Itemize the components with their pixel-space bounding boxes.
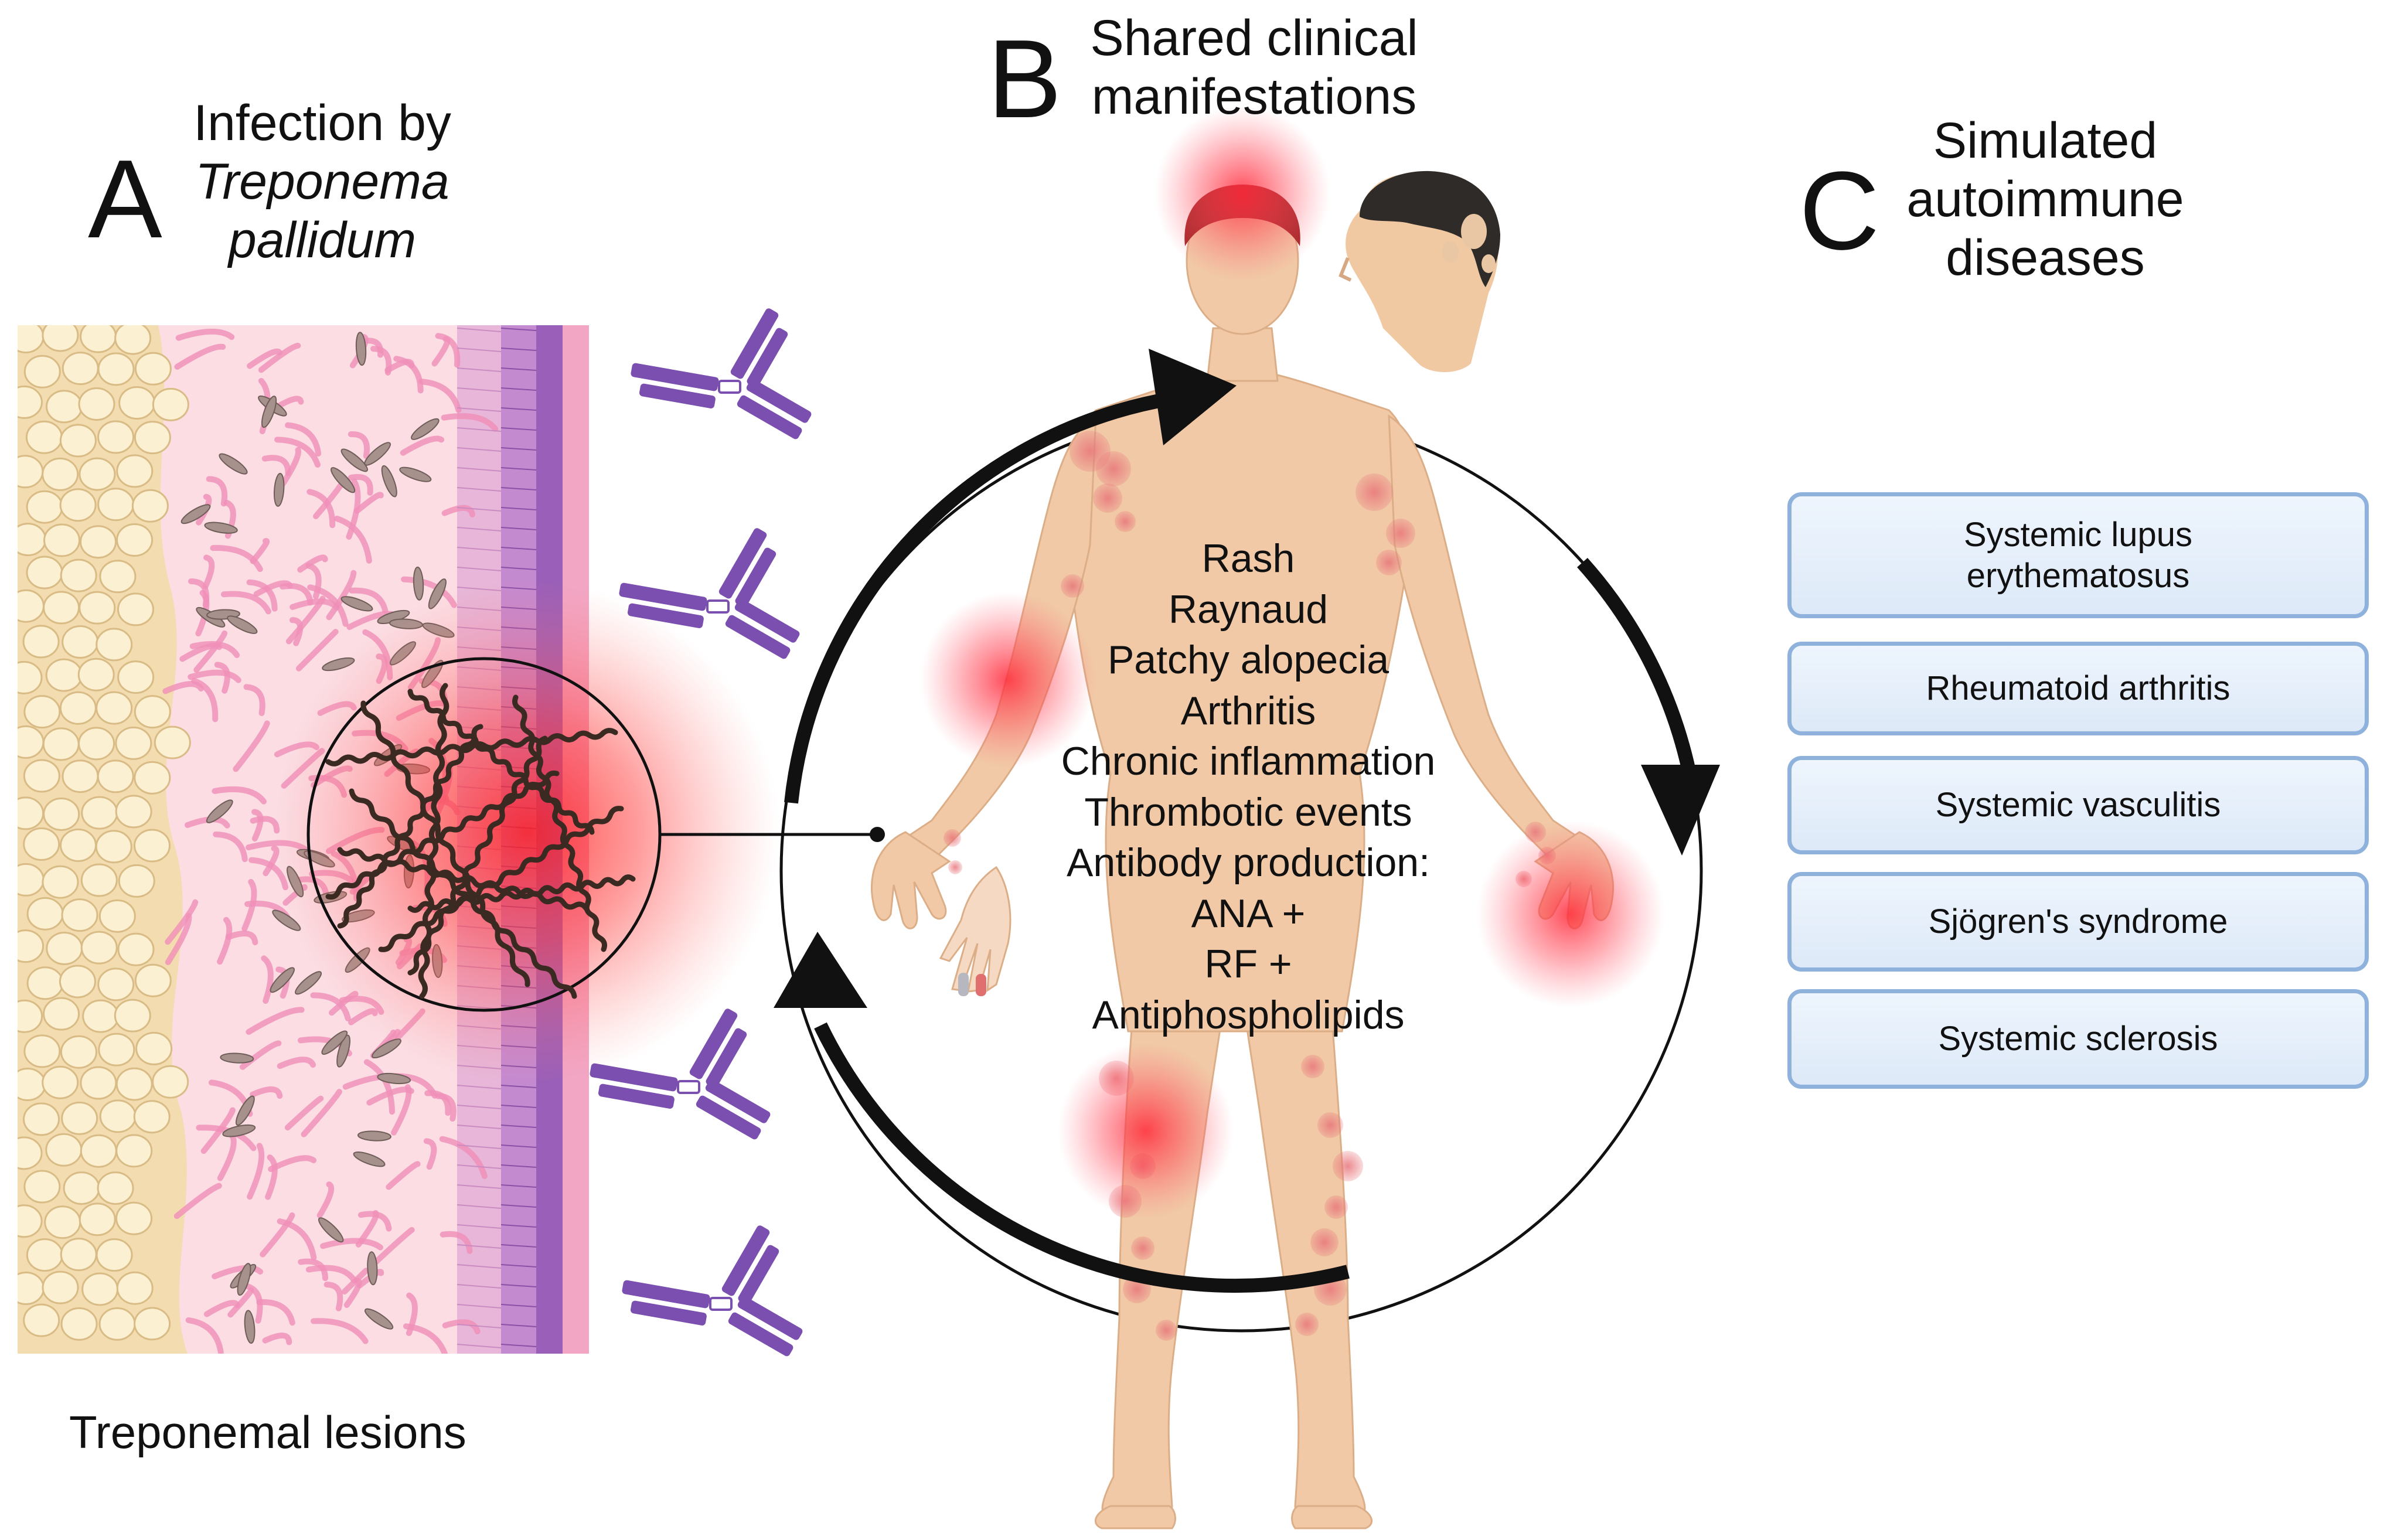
manifestation-item: RF + bbox=[1204, 942, 1292, 986]
manifestation-item: Patchy alopecia bbox=[1107, 638, 1389, 682]
panel-b-title: Shared clinical manifestations bbox=[1078, 9, 1430, 126]
disease-box-sjogren: Sjögren's syndrome bbox=[1787, 872, 2369, 972]
manifestation-item: Antiphospholipids bbox=[1092, 992, 1405, 1037]
treponema-spirochete-icon bbox=[325, 683, 636, 999]
disease-box-rheumatoid-arthritis: Rheumatoid arthritis bbox=[1787, 642, 2369, 735]
fat-cells bbox=[18, 325, 191, 1341]
panel-a-title-line2: Treponema bbox=[195, 154, 449, 210]
panel-c-letter: C bbox=[1799, 149, 1880, 273]
panel-a-title-line3: pallidum bbox=[228, 212, 417, 268]
manifestation-item: Arthritis bbox=[1180, 688, 1316, 733]
panel-c-title-line2: autoimmune bbox=[1906, 171, 2184, 227]
antibody-icons bbox=[590, 308, 812, 1357]
panel-b-title-line1: Shared clinical bbox=[1090, 10, 1418, 66]
manifestation-item: Raynaud bbox=[1168, 587, 1329, 632]
disease-box-systemic-vasculitis: Systemic vasculitis bbox=[1787, 756, 2369, 854]
panel-b-title-line2: manifestations bbox=[1091, 69, 1417, 125]
cycle-arrows-icon bbox=[774, 349, 1720, 1293]
panel-a-title: Infection by Treponema pallidum bbox=[176, 94, 469, 270]
manifestation-item: Antibody production: bbox=[1067, 840, 1430, 885]
manifestation-item: ANA + bbox=[1191, 891, 1306, 936]
panel-a-letter: A bbox=[88, 137, 162, 261]
disease-box-sle: Systemic lupus erythematosus bbox=[1787, 492, 2369, 618]
panel-c-title-line3: diseases bbox=[1946, 230, 2145, 286]
raynaud-hand bbox=[939, 866, 1012, 996]
disease-label: Systemic vasculitis bbox=[1935, 786, 2221, 824]
manifestation-item: Thrombotic events bbox=[1084, 789, 1412, 834]
disease-label: Sjögren's syndrome bbox=[1928, 902, 2228, 941]
panel-a-title-line1: Infection by bbox=[193, 95, 451, 151]
inflammation-glows bbox=[920, 105, 1664, 1219]
manifestation-item: Rash bbox=[1201, 536, 1295, 581]
disease-label: Systemic lupus erythematosus bbox=[1963, 515, 2193, 595]
disease-label: Systemic sclerosis bbox=[1938, 1020, 2218, 1058]
manifestation-item: Chronic inflammation bbox=[1061, 739, 1436, 783]
head-profile-alopecia bbox=[1339, 171, 1500, 372]
treponemal-lesions-caption: Treponemal lesions bbox=[69, 1406, 466, 1458]
disease-label: Rheumatoid arthritis bbox=[1926, 669, 2230, 707]
manifestation-list: Rash Raynaud Patchy alopecia Arthritis C… bbox=[1031, 533, 1465, 1040]
disease-box-systemic-sclerosis: Systemic sclerosis bbox=[1787, 989, 2369, 1089]
panel-c-title: Simulated autoimmune diseases bbox=[1869, 111, 2221, 287]
panel-c-title-line1: Simulated bbox=[1933, 113, 2158, 169]
panel-b-letter: B bbox=[987, 17, 1062, 141]
